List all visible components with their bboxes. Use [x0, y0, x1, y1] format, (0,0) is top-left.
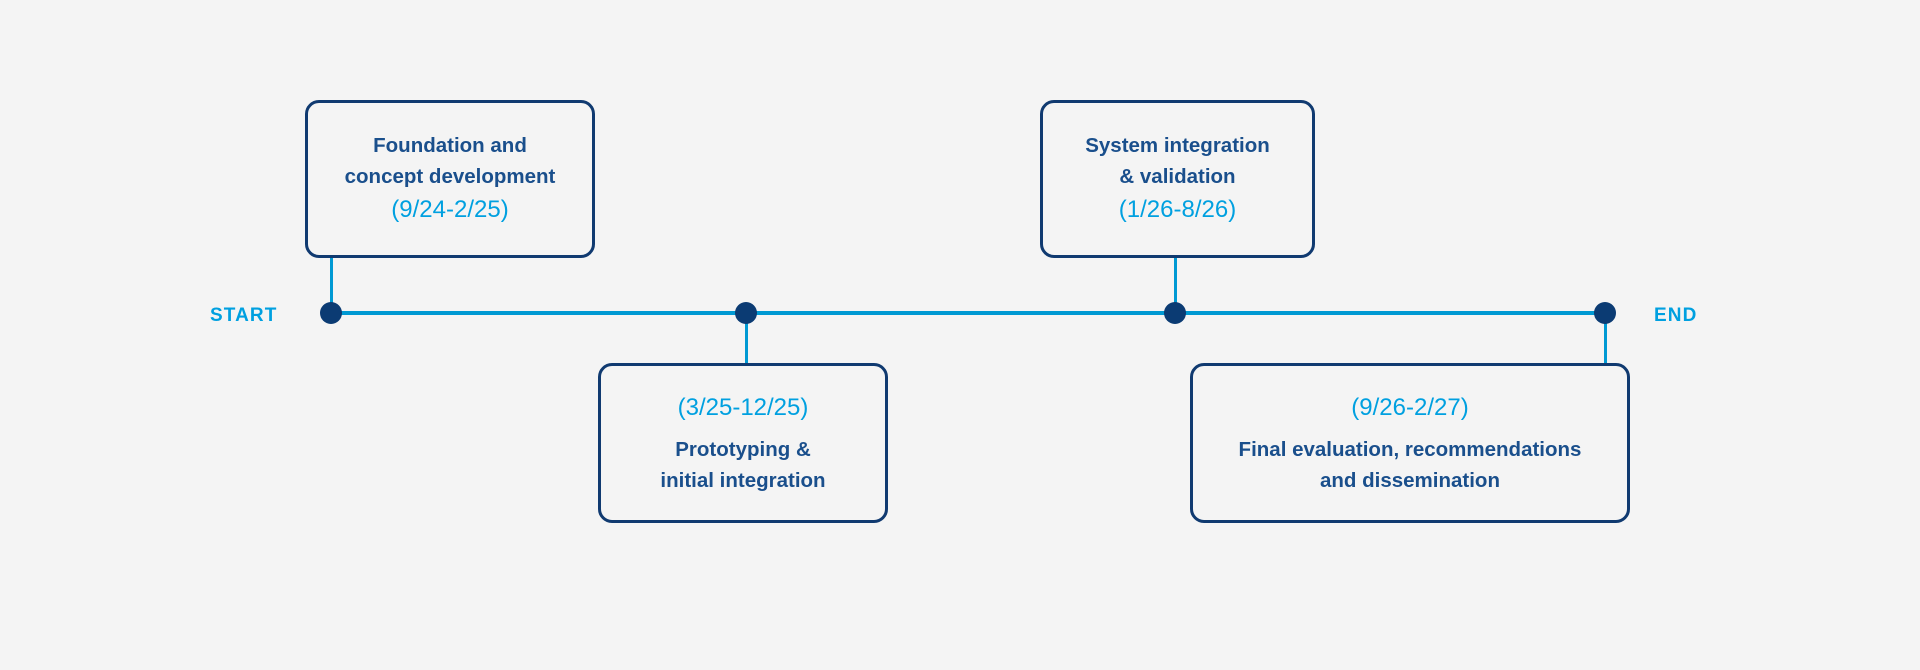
- connector-foundation: [330, 258, 333, 314]
- connector-prototyping: [745, 313, 748, 365]
- milestone-dates-prototyping: (3/25-12/25): [677, 393, 809, 421]
- timeline-node-end[interactable]: [1594, 302, 1616, 324]
- milestone-card-foundation[interactable]: Foundation and concept development (9/24…: [305, 100, 595, 258]
- milestone-card-prototyping[interactable]: (3/25-12/25) Prototyping & initial integ…: [598, 363, 888, 523]
- timeline-axis-line: [331, 311, 1605, 315]
- timeline-node-start[interactable]: [320, 302, 342, 324]
- milestone-title-final-evaluation: Final evaluation, recommendations and di…: [1238, 437, 1582, 492]
- end-label: END: [1654, 305, 1698, 326]
- milestone-dates-system-integration: (1/26-8/26): [1118, 196, 1237, 224]
- milestone-title-foundation: Foundation and concept development: [344, 133, 556, 188]
- milestone-title-prototyping: Prototyping & initial integration: [660, 437, 826, 492]
- timeline-node-prototyping[interactable]: [735, 302, 757, 324]
- milestone-card-system-integration[interactable]: System integration & validation (1/26-8/…: [1040, 100, 1315, 258]
- connector-final-evaluation: [1604, 313, 1607, 365]
- connector-system-integration: [1174, 258, 1177, 314]
- start-label: START: [210, 305, 278, 326]
- milestone-title-system-integration: System integration & validation: [1085, 133, 1270, 188]
- milestone-dates-final-evaluation: (9/26-2/27): [1351, 393, 1469, 421]
- milestone-card-final-evaluation[interactable]: (9/26-2/27) Final evaluation, recommenda…: [1190, 363, 1630, 523]
- timeline-node-system-integration[interactable]: [1164, 302, 1186, 324]
- milestone-dates-foundation: (9/24-2/25): [391, 196, 509, 224]
